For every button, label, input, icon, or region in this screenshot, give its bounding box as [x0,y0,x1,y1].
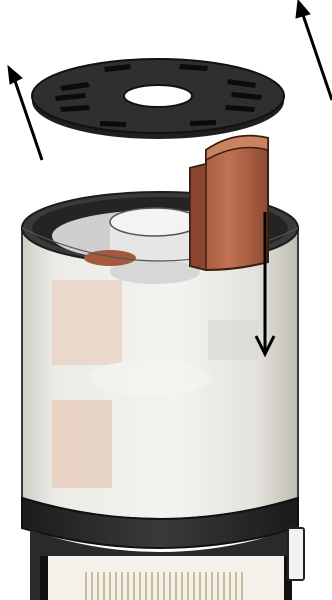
lid-center-hole [124,85,192,107]
pleated-filter [86,572,242,600]
arrow-up-right-icon [296,0,332,100]
arrow-up-left-icon [8,66,42,160]
lid [32,59,284,139]
filter-cartridge [190,136,268,270]
side-latch [288,528,304,580]
